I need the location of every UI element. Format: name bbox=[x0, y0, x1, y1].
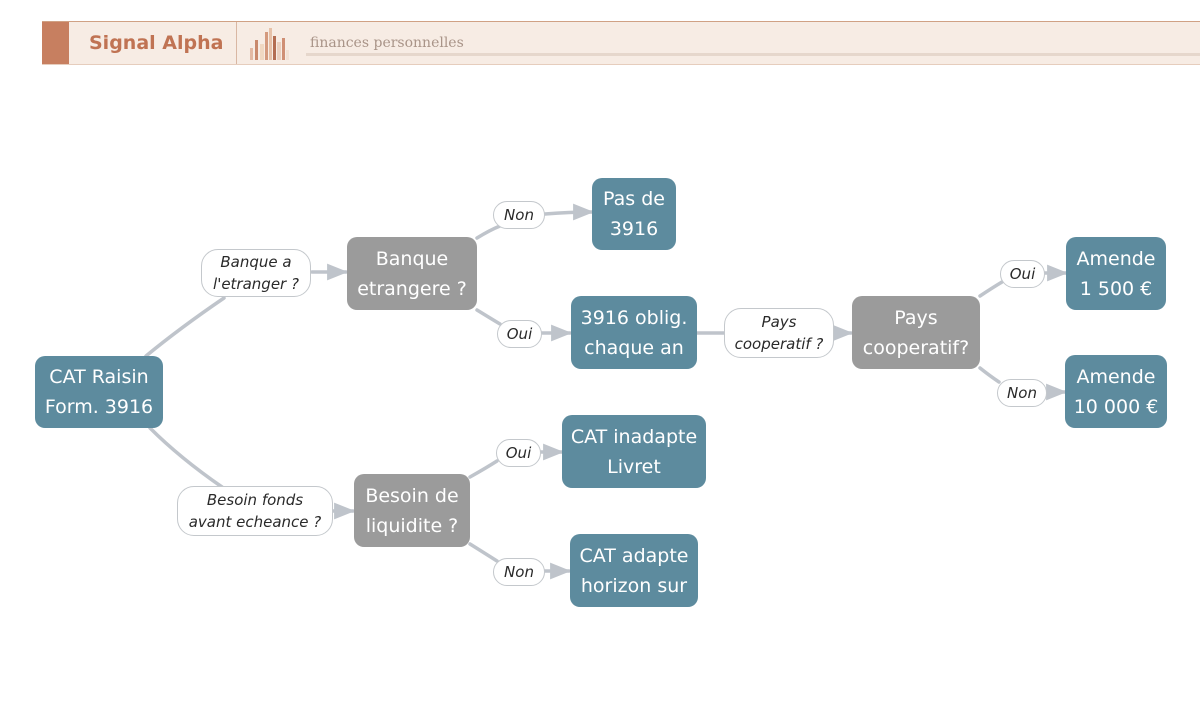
node-cat-raisin: CAT Raisin Form. 3916 bbox=[35, 356, 163, 428]
edge-root-to-besoin-question bbox=[148, 426, 224, 489]
edge-label-non-pays: Non bbox=[997, 379, 1047, 407]
edge-label-oui-besoin: Oui bbox=[496, 439, 541, 467]
edge-non-to-pas3916 bbox=[543, 203, 595, 221]
edge-label-oui-banque: Oui bbox=[497, 320, 542, 348]
node-pays-cooperatif: Pays cooperatif? bbox=[852, 296, 980, 369]
edge-label-oui-pays: Oui bbox=[1000, 260, 1045, 288]
edge-label-banque-etranger: Banque a l'etranger ? bbox=[201, 249, 311, 297]
node-amende-10000: Amende 10 000 € bbox=[1065, 355, 1167, 428]
edge-banque-to-oui bbox=[475, 308, 502, 326]
node-3916-oblig: 3916 oblig. chaque an bbox=[571, 296, 697, 369]
node-pas-de-3916: Pas de 3916 bbox=[592, 178, 676, 250]
site-header: Signal Alpha finances personnelles bbox=[42, 21, 1200, 65]
node-besoin-liquidite: Besoin de liquidite ? bbox=[354, 474, 470, 547]
edge-besoin-to-non bbox=[468, 542, 499, 563]
brand-color-swatch bbox=[42, 22, 69, 64]
bar-columns-icon bbox=[250, 28, 289, 60]
edge-root-to-banque-question bbox=[144, 296, 226, 358]
edge-label-non-besoin: Non bbox=[493, 558, 545, 586]
header-divider bbox=[236, 22, 237, 64]
brand-name[interactable]: Signal Alpha bbox=[89, 32, 224, 54]
edge-label-besoin-fonds: Besoin fonds avant echeance ? bbox=[177, 486, 333, 536]
edge-label-non-banque: Non bbox=[493, 201, 545, 229]
edge-besoin-to-oui bbox=[468, 459, 499, 479]
header-tagline: finances personnelles bbox=[310, 35, 464, 51]
node-banque-etrangere: Banque etrangere ? bbox=[347, 237, 477, 310]
edge-banque-to-non bbox=[475, 224, 502, 240]
header-underline bbox=[306, 53, 1200, 56]
node-amende-1500: Amende 1 500 € bbox=[1066, 237, 1166, 310]
edge-pays-to-oui bbox=[978, 280, 1004, 298]
edge-pays-to-non bbox=[978, 366, 1001, 384]
node-cat-adapte: CAT adapte horizon sur bbox=[570, 534, 698, 607]
node-cat-inadapte: CAT inadapte Livret bbox=[562, 415, 706, 488]
edge-label-pays-cooperatif: Pays cooperatif ? bbox=[724, 308, 834, 358]
